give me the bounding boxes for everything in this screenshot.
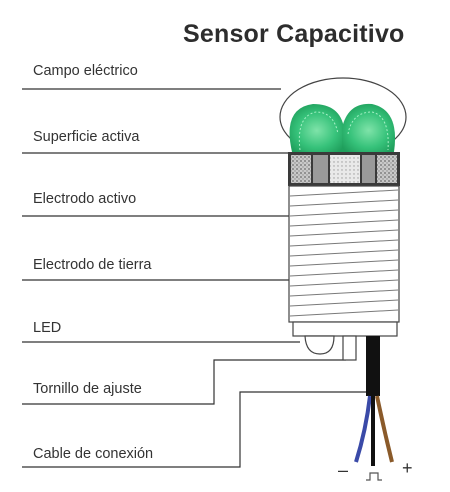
plus-sign: + bbox=[402, 458, 413, 478]
label-tornillo-ajuste: Tornillo de ajuste bbox=[33, 381, 142, 397]
label-electrodo-activo: Electrodo activo bbox=[33, 191, 137, 207]
active-surface bbox=[288, 152, 400, 186]
electric-field bbox=[279, 77, 407, 157]
minus-sign: – bbox=[338, 460, 348, 480]
label-electrodo-tierra: Electrodo de tierra bbox=[33, 257, 152, 273]
adjustment-screw bbox=[342, 335, 357, 361]
field-lobe-right bbox=[342, 103, 396, 152]
label-led: LED bbox=[33, 320, 62, 336]
wire-blue bbox=[354, 395, 372, 463]
wire-brown bbox=[375, 395, 394, 463]
ground-symbol bbox=[366, 472, 382, 481]
threaded-body bbox=[288, 185, 400, 337]
field-lobe-left bbox=[289, 104, 344, 152]
label-cable-conexion: Cable de conexión bbox=[33, 446, 154, 462]
leader-cable bbox=[22, 391, 372, 468]
connection-cable bbox=[354, 336, 394, 481]
label-superficie-activa: Superficie activa bbox=[33, 129, 140, 145]
label-campo-electrico: Campo eléctrico bbox=[33, 63, 138, 79]
led bbox=[304, 335, 335, 355]
diagram-title: Sensor Capacitivo bbox=[183, 20, 405, 48]
leader-tornillo bbox=[22, 359, 346, 405]
